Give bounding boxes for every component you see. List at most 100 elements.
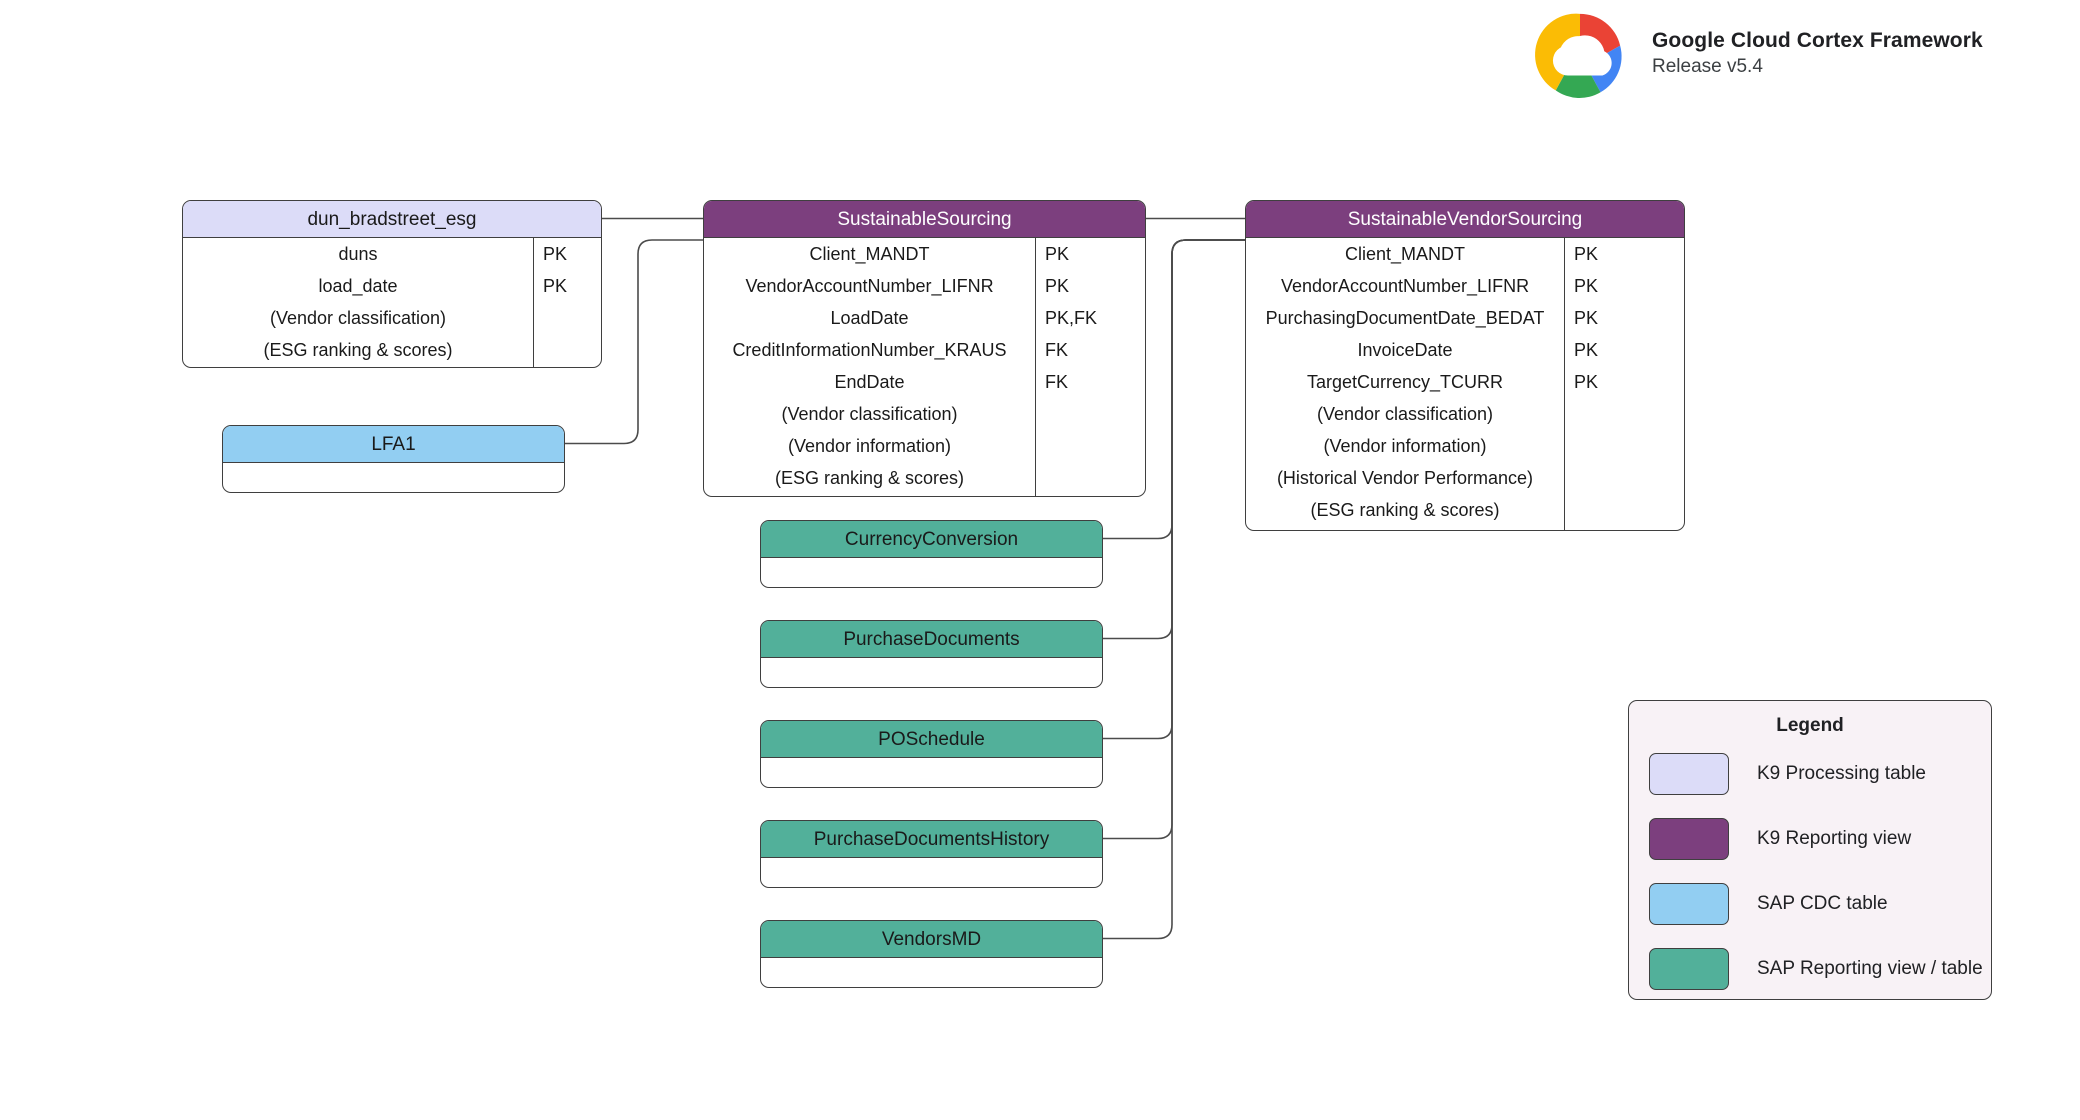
field-key — [1565, 462, 1684, 494]
entity-body — [761, 658, 1102, 687]
legend-panel: Legend K9 Processing table K9 Reporting v… — [1628, 700, 1992, 1000]
field-name: (ESG ranking & scores) — [263, 339, 453, 360]
brand-header: Google Cloud Cortex Framework Release v5… — [1524, 8, 1983, 100]
field-key: PK — [1574, 307, 1599, 328]
field-name: Client_MANDT — [1344, 243, 1466, 264]
entity-body: duns load_date (Vendor classification) (ESG… — [183, 238, 601, 367]
field-name: PurchasingDocumentDate_BEDAT — [1265, 307, 1545, 328]
field-key: PK — [543, 275, 568, 296]
entity-title: POSchedule — [761, 721, 1102, 758]
field-name: (ESG ranking & scores) — [774, 467, 965, 488]
field-name: TargetCurrency_TCURR — [1306, 371, 1504, 392]
entity-body: Client_MANDT VendorAccountNumber_LIFNR Pur… — [1246, 238, 1684, 530]
field-key — [1565, 494, 1684, 526]
entity-title: VendorsMD — [761, 921, 1102, 958]
legend-item: SAP CDC table — [1629, 876, 1991, 932]
field-key: FK — [1045, 371, 1069, 392]
field-name: (ESG ranking & scores) — [1310, 499, 1500, 520]
entity-title: LFA1 — [223, 426, 564, 463]
field-key — [534, 334, 601, 366]
field-name: (Vendor classification) — [781, 403, 958, 424]
field-key — [1036, 430, 1145, 462]
field-name: (Vendor classification) — [1316, 403, 1494, 424]
legend-item: K9 Processing table — [1629, 746, 1991, 802]
entity-body — [761, 758, 1102, 787]
entity-PurchaseDocuments[interactable]: PurchaseDocuments — [760, 620, 1103, 688]
field-column — [761, 658, 1102, 687]
field-name: EndDate — [834, 371, 905, 392]
legend-item: K9 Reporting view — [1629, 811, 1991, 867]
field-key: FK — [1045, 339, 1069, 360]
field-name: InvoiceDate — [1357, 339, 1453, 360]
brand-release: Release v5.4 — [1652, 56, 1763, 78]
google-cloud-logo-icon — [1535, 13, 1622, 99]
entity-CurrencyConversion[interactable]: CurrencyConversion — [760, 520, 1103, 588]
field-name: (Historical Vendor Performance) — [1276, 467, 1534, 488]
entity-title: SustainableSourcing — [704, 201, 1145, 238]
key-column: PK PK — [533, 238, 601, 367]
entity-body — [761, 958, 1102, 987]
entity-title: PurchaseDocumentsHistory — [761, 821, 1102, 858]
entity-body: Client_MANDT VendorAccountNumber_LIFNR Loa… — [704, 238, 1145, 496]
key-column: PK PK PK PK PK — [1564, 238, 1684, 530]
entity-LFA1[interactable]: LFA1 — [222, 425, 565, 493]
legend-title: Legend — [1776, 715, 1844, 736]
entity-title: SustainableVendorSourcing — [1246, 201, 1684, 238]
field-key — [1565, 430, 1684, 462]
field-key: PK — [1045, 275, 1070, 296]
field-column — [761, 858, 1102, 887]
entity-body — [761, 558, 1102, 587]
entity-title: PurchaseDocuments — [761, 621, 1102, 658]
entity-POSchedule[interactable]: POSchedule — [760, 720, 1103, 788]
field-key: PK — [543, 243, 568, 264]
field-key — [1036, 398, 1145, 430]
field-name: (Vendor information) — [787, 435, 952, 456]
field-column — [761, 958, 1102, 987]
field-column: duns load_date (Vendor classification) (ESG… — [183, 238, 533, 367]
field-name: Client_MANDT — [809, 243, 930, 264]
field-name: (Vendor classification) — [269, 307, 447, 328]
field-key: PK — [1574, 243, 1599, 264]
field-name: VendorAccountNumber_LIFNR — [745, 275, 994, 296]
legend-swatch — [1649, 883, 1729, 925]
field-name: duns — [338, 243, 378, 264]
field-name: CreditInformationNumber_KRAUS — [732, 339, 1007, 360]
field-key: PK — [1574, 339, 1599, 360]
entity-PurchaseDocumentsHistory[interactable]: PurchaseDocumentsHistory — [760, 820, 1103, 888]
field-column: Client_MANDT VendorAccountNumber_LIFNR Pur… — [1246, 238, 1564, 530]
field-key — [1036, 462, 1145, 494]
field-column — [761, 758, 1102, 787]
field-key — [534, 302, 601, 334]
field-key: PK — [1574, 275, 1599, 296]
field-key: PK — [1574, 371, 1599, 392]
legend-item: SAP Reporting view / table — [1629, 941, 1991, 997]
brand-title: Google Cloud Cortex Framework — [1652, 29, 1983, 53]
field-column — [223, 463, 564, 492]
field-column — [761, 558, 1102, 587]
legend-swatch — [1649, 818, 1729, 860]
entity-body — [761, 858, 1102, 887]
entity-body — [223, 463, 564, 492]
field-key — [1565, 398, 1684, 430]
field-key: PK — [1045, 243, 1070, 264]
field-key: PK,FK — [1045, 307, 1098, 328]
legend-label: SAP CDC table — [1757, 893, 1888, 914]
key-column: PK PK PK,FK FK FK — [1035, 238, 1145, 496]
entity-title: dun_bradstreet_esg — [183, 201, 601, 238]
legend-label: K9 Reporting view — [1757, 828, 1912, 849]
entity-VendorsMD[interactable]: VendorsMD — [760, 920, 1103, 988]
entity-title: CurrencyConversion — [761, 521, 1102, 558]
legend-label: SAP Reporting view / table — [1757, 958, 1983, 979]
field-column: Client_MANDT VendorAccountNumber_LIFNR Loa… — [704, 238, 1035, 496]
legend-swatch — [1649, 753, 1729, 795]
field-name: VendorAccountNumber_LIFNR — [1280, 275, 1530, 296]
field-name: load_date — [318, 275, 398, 296]
legend-swatch — [1649, 948, 1729, 990]
field-name: LoadDate — [830, 307, 909, 328]
legend-label: K9 Processing table — [1757, 763, 1926, 784]
field-name: (Vendor information) — [1323, 435, 1487, 456]
